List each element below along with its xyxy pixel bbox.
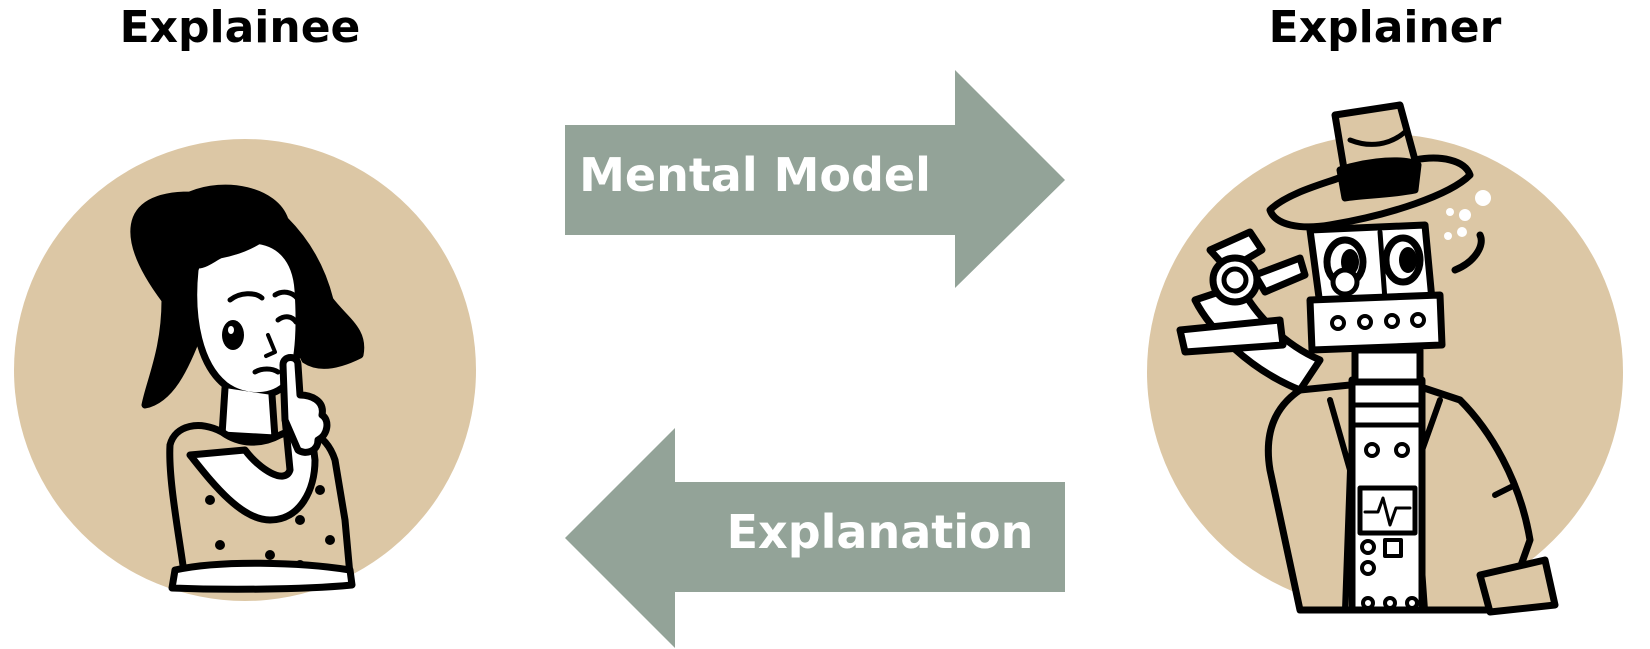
mental-model-label: Mental Model bbox=[579, 148, 931, 202]
explainer-heading: Explainer bbox=[1268, 2, 1502, 53]
explainee-heading: Explainee bbox=[119, 2, 361, 53]
explanation-label: Explanation bbox=[726, 505, 1034, 559]
robot-detective-illustration bbox=[1176, 101, 1559, 616]
woman-thinking-illustration bbox=[130, 184, 365, 593]
explanation-arrow bbox=[565, 428, 1065, 648]
mental-model-arrow bbox=[565, 70, 1065, 288]
